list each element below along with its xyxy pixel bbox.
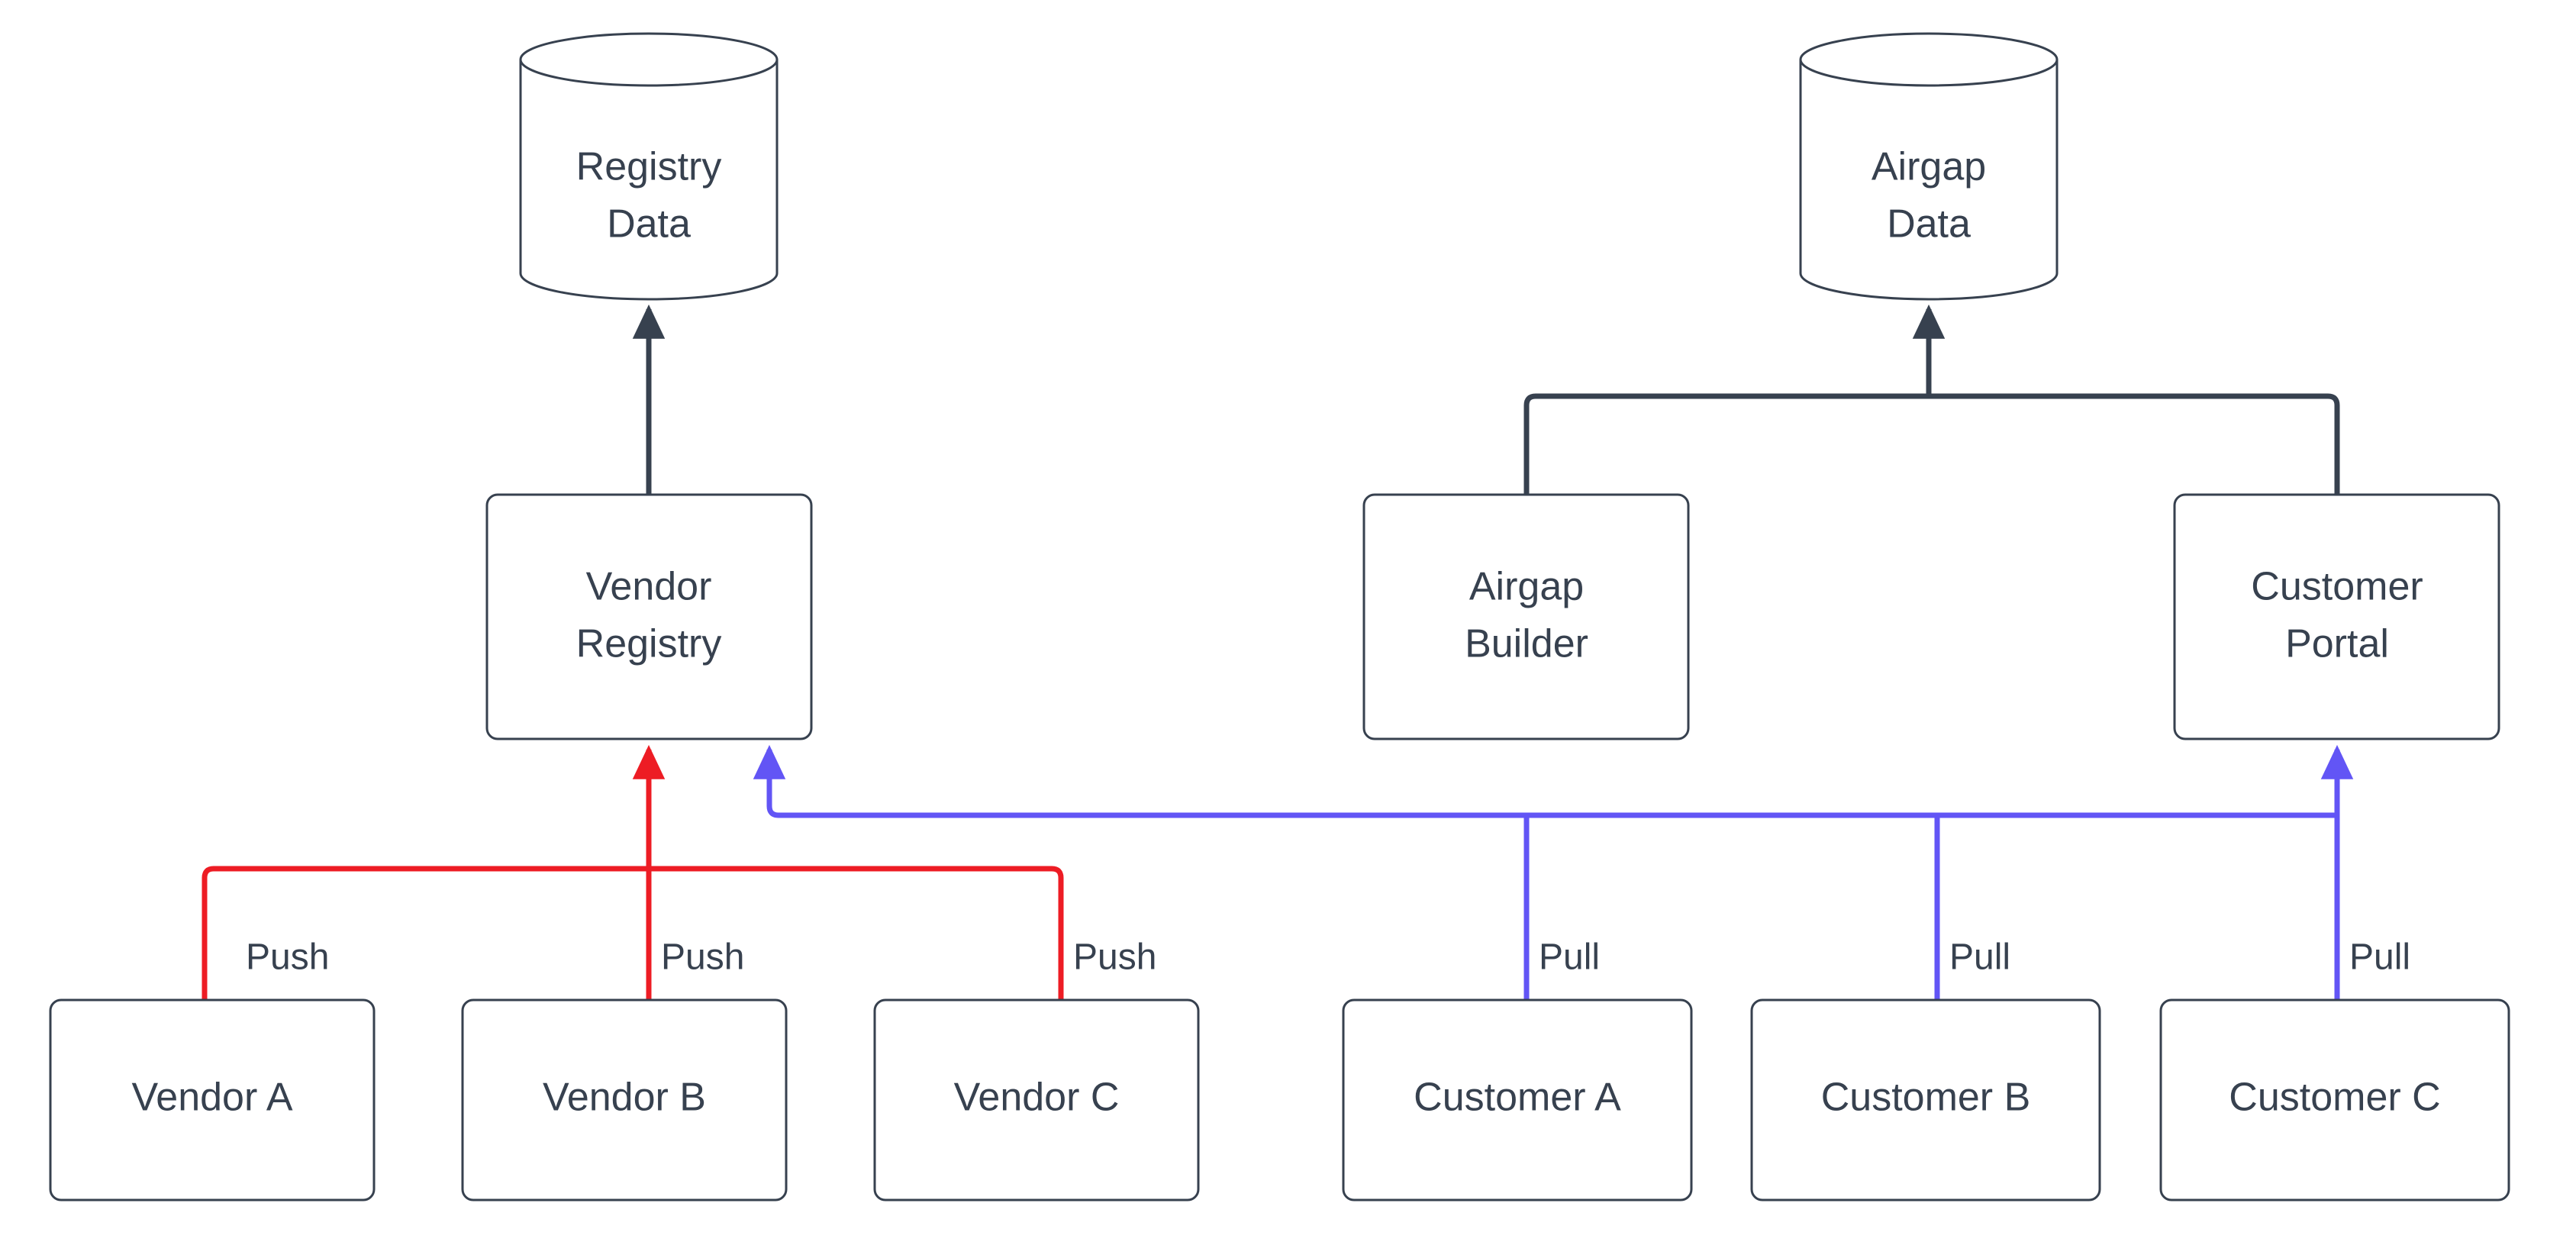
node-registry-data-label-line2: Data <box>607 202 691 247</box>
edge-label-push-vendor-a: Push <box>240 935 369 984</box>
edge-label-pull-customer-a: Pull <box>1533 935 1647 984</box>
edge-label-pull-customer-a-text: Pull <box>1539 937 1600 978</box>
node-registry-data[interactable]: Registry Data <box>519 32 779 301</box>
edge-label-push-vendor-b: Push <box>655 935 785 984</box>
node-airgap-builder[interactable]: Airgap Builder <box>1362 493 1690 740</box>
edge-label-pull-customer-b: Pull <box>1943 935 2058 984</box>
node-customer-portal-label-line1: Customer <box>2251 565 2423 609</box>
node-vendor-registry[interactable]: Vendor Registry <box>485 493 813 740</box>
node-airgap-builder-label-line1: Airgap <box>1469 565 1584 609</box>
node-vendor-b-label: Vendor B <box>543 1076 706 1120</box>
node-vendor-c-label: Vendor C <box>954 1076 1120 1120</box>
node-customer-portal-label-line2: Portal <box>2285 622 2389 666</box>
node-airgap-data-label-line1: Airgap <box>1872 145 1986 189</box>
edge-label-push-vendor-c: Push <box>1067 935 1197 984</box>
edge-label-pull-customer-c-text: Pull <box>2349 937 2410 978</box>
node-vendor-registry-label-line2: Registry <box>576 622 722 666</box>
node-vendor-b[interactable]: Vendor B <box>461 998 788 1202</box>
edge-label-pull-customer-c: Pull <box>2343 935 2458 984</box>
edge-vendor-a-push <box>202 866 649 1000</box>
edge-label-push-vendor-b-text: Push <box>661 937 744 978</box>
edge-customer-portal-to-airgap-data <box>1929 393 2340 495</box>
node-customer-b-label: Customer B <box>1821 1076 2031 1120</box>
node-customer-c-label: Customer C <box>2229 1076 2440 1120</box>
edge-label-pull-customer-b-text: Pull <box>1949 937 2010 978</box>
edge-label-push-vendor-a-text: Push <box>246 937 329 978</box>
node-vendor-c[interactable]: Vendor C <box>873 998 1200 1202</box>
node-airgap-builder-label-line2: Builder <box>1465 622 1588 666</box>
node-customer-portal[interactable]: Customer Portal <box>2173 493 2500 740</box>
node-vendor-a-label: Vendor A <box>131 1076 292 1120</box>
node-customer-b[interactable]: Customer B <box>1750 998 2101 1202</box>
edge-vendor-c-push <box>649 866 1064 1000</box>
node-customer-a-label: Customer A <box>1414 1076 1621 1120</box>
node-airgap-data-label-line2: Data <box>1887 202 1971 247</box>
node-vendor-registry-label-line1: Vendor <box>586 565 712 609</box>
node-vendor-a[interactable]: Vendor A <box>49 998 376 1202</box>
edge-label-push-vendor-c-text: Push <box>1073 937 1156 978</box>
node-customer-c[interactable]: Customer C <box>2159 998 2510 1202</box>
edge-vendor-registry-pull-riser <box>753 744 786 818</box>
edge-airgap-builder-to-airgap-data <box>1523 393 1929 495</box>
node-airgap-data[interactable]: Airgap Data <box>1799 32 2059 301</box>
node-registry-data-label-line1: Registry <box>576 145 722 189</box>
node-customer-a[interactable]: Customer A <box>1342 998 1693 1202</box>
